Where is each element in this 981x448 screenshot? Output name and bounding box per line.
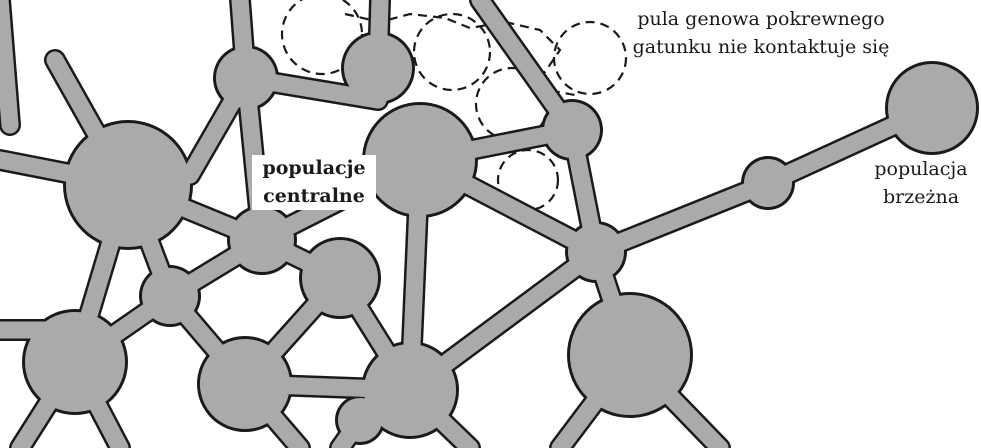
gene-pool-label-line-1: pula genowa pokrewnego — [596, 6, 926, 34]
population-node — [216, 48, 276, 108]
population-node — [344, 34, 412, 102]
gene-pool-label-line-2: gatunku nie kontaktuje się — [596, 34, 926, 62]
central-label-line-1: populacje — [255, 155, 373, 183]
edge-label-line-2: brzeżna — [862, 184, 980, 212]
central-populations-label: populacje centralne — [252, 155, 376, 210]
population-node — [570, 295, 690, 415]
population-node — [302, 240, 378, 316]
population-node — [142, 268, 198, 324]
gene-flow-link — [55, 60, 100, 140]
population-node — [230, 208, 294, 272]
population-node — [365, 105, 475, 215]
population-node — [25, 312, 125, 412]
population-node — [200, 339, 290, 429]
population-node — [568, 224, 624, 280]
gene-pool-label: pula genowa pokrewnego gatunku nie konta… — [596, 6, 926, 61]
population-node — [66, 123, 190, 247]
edge-label-line-1: populacja — [862, 156, 980, 184]
population-node — [888, 64, 976, 152]
edge-population-label: populacja brzeżna — [862, 156, 980, 211]
population-node — [544, 102, 600, 158]
gene-flow-link — [0, 0, 10, 125]
central-label-line-2: centralne — [255, 183, 373, 211]
population-node — [744, 159, 792, 207]
population-node — [338, 398, 382, 442]
